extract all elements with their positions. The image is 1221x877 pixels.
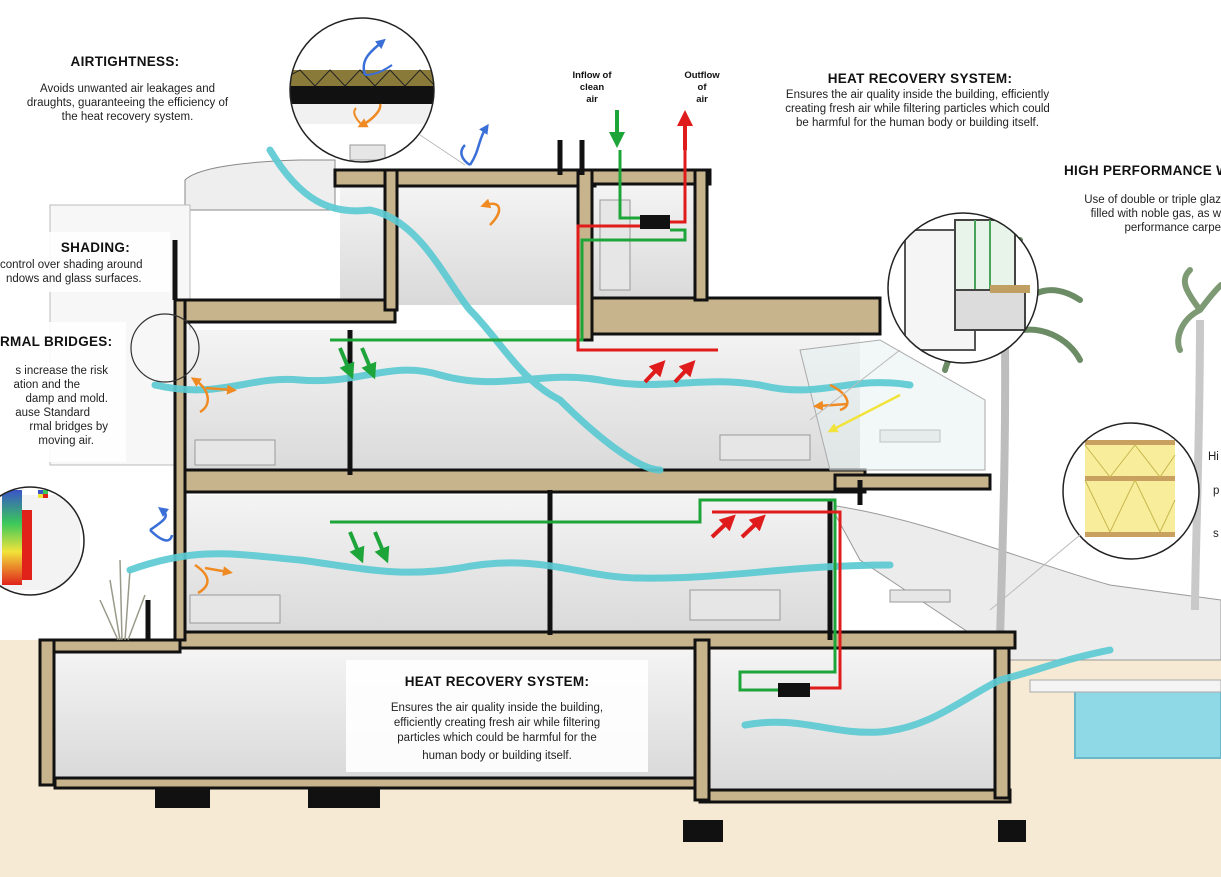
insulation-fragment-1: Hi (1208, 451, 1219, 463)
thermal-bridges-line-1: s increase the risk (15, 365, 108, 377)
thermal-bridges-line-3: damp and mold. (25, 393, 108, 405)
hrs-bottom-line-3: particles which could be harmful for the (397, 732, 597, 744)
palm-tree-icon (1175, 267, 1221, 611)
thermal-bridges-text: s increase the risk ation and the damp a… (0, 364, 108, 448)
airtightness-detail-circle (289, 17, 466, 166)
thermal-bridges-line-4: ause Standard (15, 407, 90, 419)
hrs-top-text: Ensures the air quality inside the build… (745, 88, 1090, 130)
cold-air-arrows (149, 123, 489, 542)
sunlight-arrow (827, 393, 901, 433)
hrs-bottom-text: Ensures the air quality inside the build… (346, 701, 648, 764)
furniture (189, 199, 951, 624)
high-performance-line-1: Use of double or triple glaz (1084, 194, 1221, 206)
airtightness-line-2: draughts, guaranteeing the efficiency of (26, 97, 229, 109)
thermal-bridges-line-5: rmal bridges by (29, 421, 108, 433)
foundation-blocks (155, 788, 1026, 842)
high-performance-title: HIGH PERFORMANCE W (1064, 163, 1221, 178)
outflow-line-3: air (696, 94, 708, 105)
bush-icon (99, 559, 146, 641)
thermal-bridges-line-6: moving air. (38, 435, 94, 447)
hrs-top-title: HEAT RECOVERY SYSTEM: (827, 71, 1013, 86)
thermal-bridges-panel (0, 322, 126, 462)
hrs-bottom-line-2: efficiently creating fresh air while fil… (393, 717, 601, 729)
window-detail-circle (809, 212, 1039, 421)
terrain-slope (829, 504, 1221, 661)
shading-text: control over shading around ndows and gl… (0, 258, 168, 286)
inflow-line-3: air (586, 94, 598, 105)
high-performance-text: Use of double or triple glaz filled with… (1058, 193, 1221, 235)
airtightness-line-1: Avoids unwanted air leakages and (40, 83, 215, 95)
high-performance-line-3: performance carpe (1124, 222, 1221, 234)
inflow-label: Inflow of clean air (565, 70, 619, 106)
outflow-line-2: of (697, 82, 707, 93)
inflow-line-1: Inflow of (572, 70, 612, 81)
hrs-bottom-panel (346, 660, 648, 772)
hrs-top-line-3: be harmful for the human body or buildin… (796, 117, 1039, 129)
hrs-bottom-line-1: Ensures the air quality inside the build… (390, 702, 604, 714)
insulation-fragment-2: p (1213, 485, 1220, 497)
heat-recovery-unit-bottom (778, 683, 810, 697)
clean-air-duct (330, 110, 837, 692)
airflow-currents (126, 146, 1114, 736)
clean-air-arrows (338, 347, 390, 564)
room-top-floor (340, 185, 580, 305)
shading-title: SHADING: (60, 240, 130, 255)
hrs-top-line-1: Ensures the air quality inside the build… (785, 89, 1050, 101)
hrs-bottom-title: HEAT RECOVERY SYSTEM: (404, 674, 590, 689)
airtightness-text: Avoids unwanted air leakages and draught… (0, 82, 255, 124)
insulation-detail-circle (989, 422, 1200, 611)
thermal-bridge-detail-circle (0, 486, 85, 596)
shading-panel (0, 232, 170, 292)
thermal-bridges-line-2: ation and the (13, 379, 80, 391)
heat-recovery-unit-top (640, 215, 670, 229)
exhaust-duct (576, 110, 842, 690)
insulation-fragment-3: s (1213, 528, 1219, 540)
exhaust-arrows (643, 360, 766, 539)
thermal-bridge-marker (130, 313, 200, 383)
airtightness-line-3: the heat recovery system. (61, 111, 194, 123)
outflow-label: Outflow of air (675, 70, 729, 106)
glass-railing (799, 339, 986, 471)
shading-line-2: ndows and glass surfaces. (6, 273, 142, 285)
thermal-bridges-title: RMAL BRIDGES: (0, 334, 113, 349)
pool (1074, 689, 1221, 759)
warm-air-arrows (190, 198, 849, 595)
shading-line-1: control over shading around (0, 259, 143, 271)
high-performance-line-2: filled with noble gas, as w (1090, 208, 1221, 220)
inflow-line-2: clean (579, 82, 605, 93)
hrs-top-line-2: creating fresh air while filtering parti… (785, 103, 1050, 115)
roof-canopy (184, 159, 336, 211)
outflow-line-1: Outflow (684, 70, 720, 81)
airtightness-title: AIRTIGHTNESS: (70, 54, 180, 69)
hrs-bottom-line-4: human body or building itself. (422, 750, 572, 762)
